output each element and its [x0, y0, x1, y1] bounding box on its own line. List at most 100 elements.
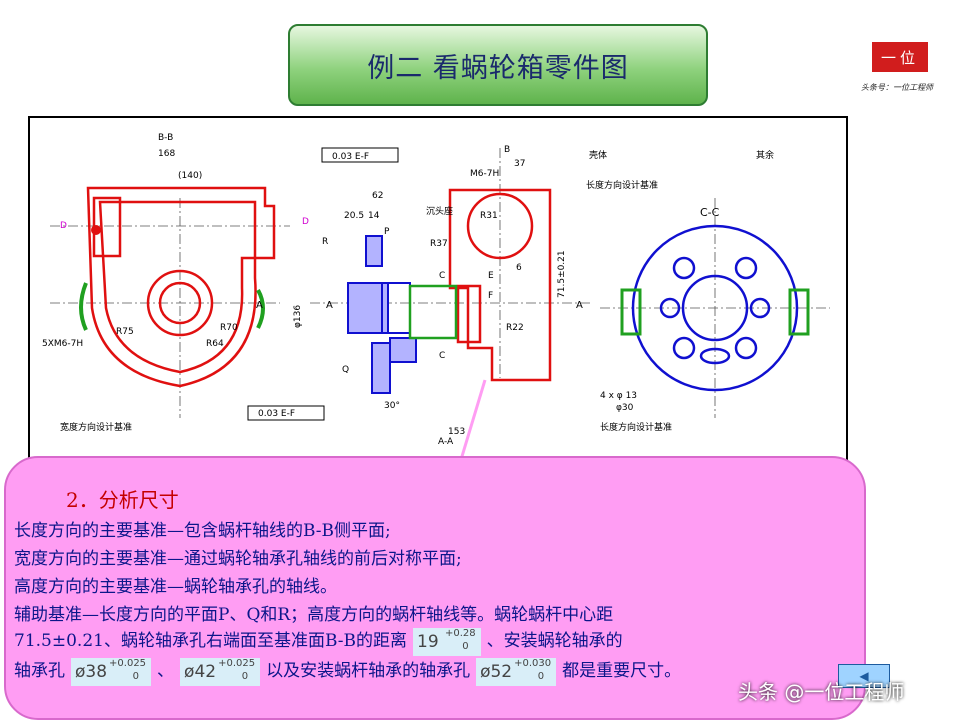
panel-line-2: 宽度方向的主要基准—通过蜗轮轴承孔轴线的前后对称平面; [14, 549, 462, 569]
aa-green-bearing [408, 284, 458, 340]
tol-lower: 0 [462, 640, 469, 652]
tol-frame-1-box [247, 405, 325, 421]
label-dim-r22: R22 [506, 323, 524, 333]
label-letter-a-left: A [256, 300, 263, 311]
label-dim-r37: R37 [430, 239, 448, 249]
label-thread-m6: M6-7H [470, 169, 499, 179]
label-dim-37: 37 [514, 159, 525, 169]
bb-green-right [256, 289, 265, 329]
tol-nominal: 19 [417, 631, 439, 652]
tol-lower: 0 [132, 670, 140, 682]
tol-nominal: ø42 [184, 661, 217, 682]
panel-line-3: 高度方向的主要基准—蜗轮轴承孔的轴线。 [14, 577, 337, 597]
view-bb [86, 186, 276, 388]
slide-title: 例二 看蜗轮箱零件图 [288, 24, 708, 106]
cc-center [681, 274, 749, 342]
label-dim-14: 14 [368, 211, 380, 221]
label-dim-6: 6 [516, 263, 522, 273]
view-cc [631, 224, 799, 392]
bb-green-left [79, 282, 88, 331]
label-thread-5xm6: 5XM6-7H [42, 339, 83, 349]
cc-green-right [788, 288, 810, 336]
label-section-aa: A-A [438, 437, 454, 447]
label-dim-62: 62 [372, 191, 383, 201]
label-shell: 壳体 [589, 149, 607, 161]
label-letter-d-left: D [60, 221, 67, 231]
panel-line-6-a: 轴承孔 [14, 661, 65, 681]
label-dim-140: (140) [178, 171, 202, 181]
label-letter-c-top: C [439, 271, 445, 281]
brand-logo: 一位 [872, 42, 928, 72]
label-letter-e: E [488, 271, 494, 281]
label-letter-q: Q [342, 365, 349, 375]
label-section-bb: B-B [158, 133, 173, 143]
label-dim-153: 153 [448, 427, 465, 437]
callout-leader [458, 379, 487, 464]
panel-heading: 2．分析尺寸 [66, 488, 179, 512]
label-letter-c-bottom: C [439, 351, 445, 361]
label-letter-r: R [322, 237, 328, 247]
label-dim-168: 168 [158, 149, 175, 159]
bb-inner [98, 200, 257, 374]
back-nav-button[interactable]: ◀ [838, 664, 890, 688]
label-letter-d-right: D [302, 217, 309, 227]
bb-hole-marker [91, 225, 101, 235]
label-width-datum: 宽度方向设计基准 [60, 421, 132, 433]
tol-frame-2-box [321, 147, 399, 163]
bb-boss-inner [158, 281, 202, 325]
label-dim-71-5: 71.5±0.21 [557, 250, 567, 298]
tol-upper: +0.28 [444, 627, 476, 639]
tol-lower: 0 [241, 670, 249, 682]
tol-lower: 0 [537, 670, 545, 682]
brand-subtitle: 头条号：一位工程师 [861, 83, 933, 92]
engineering-drawing: B-B 168 (140) 62 37 B M6-7H 壳体 长度方向设计基准 … [28, 116, 848, 470]
tol-frame-1: 0.03 E-F [258, 409, 295, 419]
label-letter-a-right: A [576, 300, 583, 311]
panel-line-1: 长度方向的主要基准—包含蜗杆轴线的B-B侧平面; [14, 521, 391, 541]
panel-line-4: 辅助基准—长度方向的平面P、Q和R；高度方向的蜗杆轴线等。蜗轮蜗杆中心距 [14, 605, 614, 625]
cc-green-left [620, 288, 642, 336]
label-letter-a-mid: A [326, 300, 333, 311]
label-dim-r64: R64 [206, 339, 224, 349]
panel-line-5-a: 71.5±0.21、蜗轮轴承孔右端面至基准面B-B的距离 [14, 631, 407, 651]
label-section-cc: C-C [700, 206, 720, 219]
panel-line-6-b: 、 [157, 661, 175, 681]
label-hole-30: φ30 [616, 403, 634, 413]
view-aa-blue [347, 235, 417, 394]
label-dim-136: φ136 [293, 305, 303, 328]
tol-upper: +0.030 [514, 657, 552, 669]
cc-outer [631, 224, 799, 392]
panel-line-6-d: 都是重要尺寸。 [562, 661, 682, 681]
tol-upper: +0.025 [109, 657, 147, 669]
label-dim-r70: R70 [220, 323, 238, 333]
label-holes-4x13: 4 x φ 13 [600, 391, 637, 401]
bb-outline [86, 186, 276, 388]
tol-upper: +0.025 [218, 657, 256, 669]
label-length-datum-top: 长度方向设计基准 [586, 179, 658, 191]
label-dim-20-5: 20.5 [344, 211, 364, 221]
tol-nominal: ø38 [75, 661, 108, 682]
drawing-canvas: B-B 168 (140) 62 37 B M6-7H 壳体 长度方向设计基准 … [42, 133, 830, 464]
label-letter-f: F [488, 291, 493, 301]
label-dim-30deg: 30° [384, 401, 400, 411]
back-arrow-icon: ◀ [859, 669, 869, 683]
label-length-datum-bottom: 长度方向设计基准 [600, 421, 672, 433]
panel-line-6-c: 以及安装蜗杆轴承的轴承孔 [266, 661, 471, 681]
label-sink: 沉头座 [426, 205, 453, 217]
label-letter-b: B [504, 145, 510, 155]
bb-boss-outer [146, 269, 214, 337]
tol-nominal: ø52 [480, 661, 513, 682]
panel-line-5-b: 、安装蜗轮轴承的 [486, 631, 623, 651]
label-dim-r75: R75 [116, 327, 134, 337]
analysis-panel: 2．分析尺寸 长度方向的主要基准—包含蜗杆轴线的B-B侧平面; 宽度方向的主要基… [4, 456, 866, 720]
tol-frame-2: 0.03 E-F [332, 152, 369, 162]
label-letter-p: P [384, 227, 390, 237]
watermark: 头条 @一位工程师 [738, 680, 905, 704]
label-rest: 其余 [756, 149, 774, 161]
